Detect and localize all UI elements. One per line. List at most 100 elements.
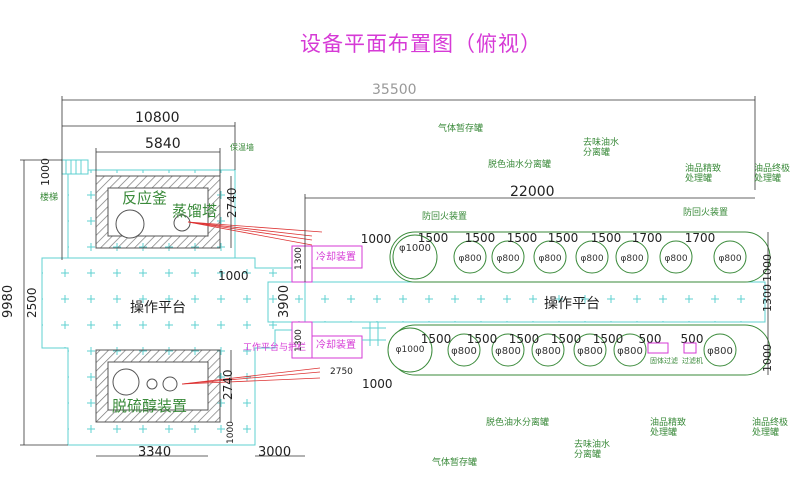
tank-diameter-label: φ800	[707, 346, 733, 357]
decolor-bot-label: 脱色油水分离罐	[486, 418, 550, 428]
dim-low: 1000	[226, 421, 236, 444]
tank-bottom	[491, 333, 525, 367]
platform-left-label: 操作平台	[130, 300, 186, 316]
refine-top-label: 油品精致 处理罐	[685, 164, 722, 185]
dim-cooler: 1300	[294, 247, 304, 270]
stairs-label: 楼梯	[40, 193, 59, 203]
tank-diameter-label: φ800	[458, 254, 481, 264]
dim-tower-width: 3340	[138, 445, 172, 460]
tank-diameter-label: φ800	[496, 254, 519, 264]
railing	[362, 322, 386, 346]
dim-2750: 2750	[330, 367, 353, 377]
dim-right-width: 22000	[510, 184, 555, 200]
flame-right-label: 防回火装置	[683, 208, 729, 218]
dimension-text: 1000	[361, 232, 392, 246]
tank-top	[575, 240, 609, 274]
dim-reactor-depth: 2740	[225, 187, 239, 218]
cooler-top-label: 冷却装置	[316, 252, 356, 263]
tank-diameter-label: φ1000	[396, 345, 425, 355]
tank-diameter-label: φ800	[495, 346, 521, 357]
dimension-lines	[20, 96, 769, 457]
tank-bottom	[531, 333, 565, 367]
tank-top	[659, 240, 693, 274]
dimension-text: 1500	[467, 332, 498, 346]
tank-diameter-label: φ800	[577, 346, 603, 357]
work-platform-label: 工作平台与护栏	[243, 343, 307, 353]
tank-top	[491, 240, 525, 274]
guardrail-label: 保温墙	[230, 143, 254, 152]
dim-left-width: 10800	[135, 110, 180, 126]
tank-diameter-label: φ800	[718, 254, 741, 264]
tank-bottom	[573, 333, 607, 367]
tank-bottom	[703, 333, 737, 367]
decolor-top-label: 脱色油水分离罐	[488, 160, 552, 170]
reactor-enclosure	[95, 175, 221, 249]
filter2-label: 过滤机	[682, 357, 703, 365]
tank-bottom	[387, 327, 433, 373]
page-title: 设备平面布置图（俯视）	[300, 32, 542, 56]
dimension-text: 1700	[685, 231, 716, 245]
filter1-label: 固体过滤	[650, 357, 678, 365]
right-platform-area	[267, 281, 766, 323]
dimension-text: 1500	[591, 231, 622, 245]
cooler-top	[291, 245, 363, 283]
gas-tank-bot-label: 气体暂存罐	[432, 458, 478, 468]
dim-right-b: 1000	[761, 344, 774, 372]
stairs	[61, 159, 89, 175]
tank-diameter-label: φ800	[617, 346, 643, 357]
dimension-text: 1500	[509, 332, 540, 346]
dim-tower-depth: 2740	[221, 369, 235, 400]
tank-diameter-label: φ1000	[399, 243, 431, 254]
flame-left-label: 防回火装置	[422, 212, 468, 222]
dimension-text: 1500	[507, 231, 538, 245]
dim-small: 1000	[362, 377, 393, 391]
dim-stair: 1000	[39, 158, 52, 186]
dim-reactor-width: 5840	[145, 136, 181, 152]
reactor-label: 反应釜	[122, 189, 168, 207]
dimension-text: 1500	[551, 332, 582, 346]
gas-tank-top-label: 气体暂存罐	[438, 124, 484, 134]
dimension-text: 1500	[418, 231, 449, 245]
tank-diameter-label: φ800	[535, 346, 561, 357]
tank-top	[533, 240, 567, 274]
deodor-top-label: 去味油水 分离罐	[583, 138, 620, 159]
dim-platform-3900: 3900	[277, 284, 292, 318]
dim-right-1300: 1300	[761, 284, 774, 312]
platform-right-label: 操作平台	[544, 296, 600, 312]
dimension-text: 1700	[632, 231, 663, 245]
dimension-text: 1500	[421, 332, 452, 346]
tank-top	[713, 240, 747, 274]
tank-top	[453, 240, 487, 274]
desulfur-enclosure	[95, 349, 221, 423]
dim-gap: 1000	[218, 269, 249, 283]
dim-platform: 2500	[25, 287, 39, 318]
dimension-text: 1500	[593, 332, 624, 346]
desulfur-label: 脱硫醇装置	[112, 397, 188, 415]
final-top-label: 油品终极 处理罐	[754, 164, 791, 185]
dim-total-width: 35500	[372, 82, 417, 98]
distill-label: 蒸馏塔	[172, 202, 218, 220]
filters	[647, 342, 697, 354]
pipes	[181, 221, 323, 385]
dim-total-height: 9980	[1, 284, 16, 318]
refine-bot-label: 油品精致 处理罐	[650, 418, 687, 439]
cooler-bottom	[291, 321, 363, 359]
deodor-bot-label: 去味油水 分离罐	[574, 440, 611, 461]
tank-diameter-label: φ800	[580, 254, 603, 264]
tank-diameter-label: φ800	[620, 254, 643, 264]
dimension-text: 1500	[548, 231, 579, 245]
tank-top	[392, 234, 438, 280]
final-bot-label: 油品终极 处理罐	[752, 418, 789, 439]
dim-bottom: 3000	[258, 445, 292, 460]
tank-top	[615, 240, 649, 274]
tank-bottom	[613, 333, 647, 367]
tank-bottom	[447, 333, 481, 367]
tank-diameter-label: φ800	[538, 254, 561, 264]
tank-diameter-label: φ800	[664, 254, 687, 264]
tank-diameter-label: φ800	[451, 346, 477, 357]
cooler-bot-label: 冷却装置	[316, 340, 356, 351]
